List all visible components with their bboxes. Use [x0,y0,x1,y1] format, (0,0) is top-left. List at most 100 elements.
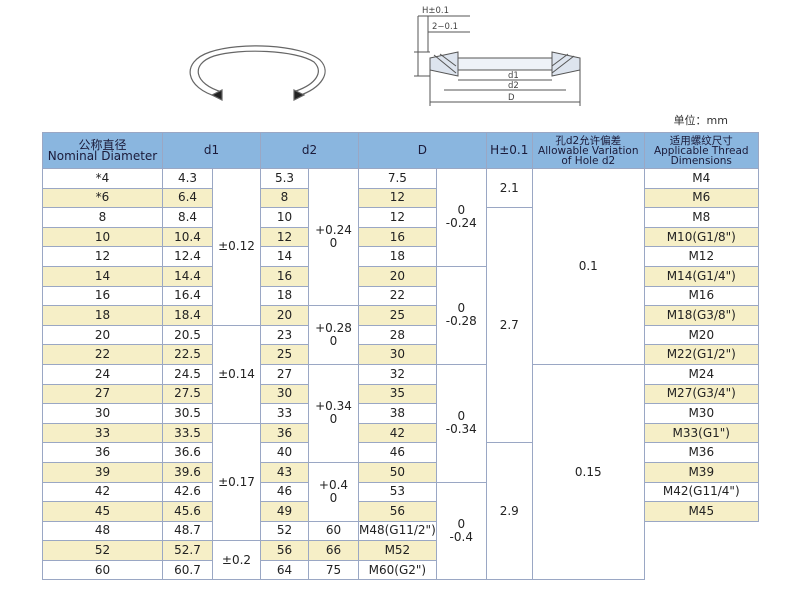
d2-cell: 36 [260,422,309,444]
D-cell: 28 [358,324,437,346]
d2-cell: 14 [260,246,309,267]
d2-tolerance-upper: +0.24 [315,223,352,238]
D-tolerance-cell: 0-0.4 [435,481,487,581]
header-hole-zh: 孔d2允许偏差 [555,134,622,147]
d1-cell: 16.4 [162,285,213,307]
thread-cell: M10(G1/8") [643,226,759,248]
d2-cell: 49 [260,501,309,522]
D-cell: 60 [308,520,359,542]
D-cell: 20 [358,265,437,287]
D-cell: 38 [358,403,437,424]
d1-cell: 48.7 [162,520,213,542]
d2-cell: 20 [260,305,309,326]
d1-tolerance-cell: ±0.12 [212,168,261,326]
D-tolerance-cell: 0-0.28 [435,265,487,365]
D-tolerance-upper: 0 [457,203,466,218]
header-thread-zh: 适用螺纹尺寸 [669,134,733,147]
header-hole-en2: of Hole d2 [561,154,616,167]
D-tolerance-lower: -0.24 [445,216,477,231]
thread-cell: M27(G3/4") [643,383,759,405]
nominal-cell: 33 [42,422,163,444]
d2-tolerance-lower: 0 [329,334,338,349]
nominal-cell: 42 [42,481,163,503]
thread-cell: M4 [643,168,759,189]
header-hole-en1: Allowable Variation [538,144,639,157]
thread-cell: M16 [643,285,759,307]
H-cell: 2.9 [485,442,533,581]
nominal-cell: 30 [42,403,163,424]
nominal-cell: 27 [42,383,163,405]
header-thread: 适用螺纹尺寸 Applicable Thread Dimensions [643,132,759,169]
header-D: D [358,132,487,169]
d2-tolerance-lower: 0 [329,412,338,427]
d2-cell: 43 [260,461,309,483]
nominal-cell: 10 [42,226,163,248]
d1-cell: 14.4 [162,265,213,287]
d2-cell: 12 [260,226,309,248]
D-tolerance-lower: -0.34 [445,422,477,437]
spec-table: 公称直径 Nominal Diameter d1 d2 D H±0.1 孔d2允… [42,132,759,581]
thread-cell: M22(G1/2") [643,344,759,365]
header-thread-en2: Dimensions [670,154,732,167]
nominal-cell: 48 [42,520,163,542]
d1-cell: 27.5 [162,383,213,405]
d1-cell: 36.6 [162,442,213,463]
header-d2: d2 [260,132,359,169]
nominal-cell: *6 [42,187,163,209]
thread-cell: M48(G11/2") [358,520,437,542]
ring-illustration [189,45,326,101]
D-cell: 12 [358,187,437,209]
header-nominal-en: Nominal Diameter [47,148,158,163]
D-tolerance-upper: 0 [457,409,466,424]
d1-cell: 60.7 [162,559,213,581]
d2-tolerance-lower: 0 [329,490,338,505]
thread-cell: M60(G2") [358,559,437,581]
header-H: H±0.1 [485,132,533,169]
nominal-cell: 12 [42,246,163,267]
D-cell: 30 [358,344,437,365]
thread-cell: M42(G11/4") [643,481,759,503]
d1-tolerance-cell: ±0.17 [212,422,261,542]
header-nominal: 公称直径 Nominal Diameter [42,132,163,169]
d1-cell: 52.7 [162,540,213,561]
d2-cell: 40 [260,442,309,463]
D-tolerance-cell: 0-0.34 [435,363,487,483]
D-cell: 42 [358,422,437,444]
d1-cell: 39.6 [162,461,213,483]
d2-cell: 27 [260,363,309,385]
D-cell: 16 [358,226,437,248]
label-two: 2−0.1 [432,22,458,32]
d2-tolerance-upper: +0.28 [315,321,352,336]
D-cell: 50 [358,461,437,483]
D-cell: 66 [308,540,359,561]
thread-cell: M18(G3/8") [643,305,759,326]
D-tolerance-upper: 0 [457,516,466,531]
d1-cell: 20.5 [162,324,213,346]
nominal-cell: 22 [42,344,163,365]
label-d2: d2 [508,81,519,91]
d2-cell: 30 [260,383,309,405]
H-cell: 2.7 [485,207,533,444]
thread-cell: M45 [643,501,759,522]
d2-tolerance-lower: 0 [329,236,338,251]
d1-cell: 4.3 [162,168,213,189]
D-cell: 53 [358,481,437,503]
d1-cell: 42.6 [162,481,213,503]
nominal-cell: 39 [42,461,163,483]
unit-label: 单位：mm [673,114,728,127]
D-cell: 35 [358,383,437,405]
thread-cell: M30 [643,403,759,424]
